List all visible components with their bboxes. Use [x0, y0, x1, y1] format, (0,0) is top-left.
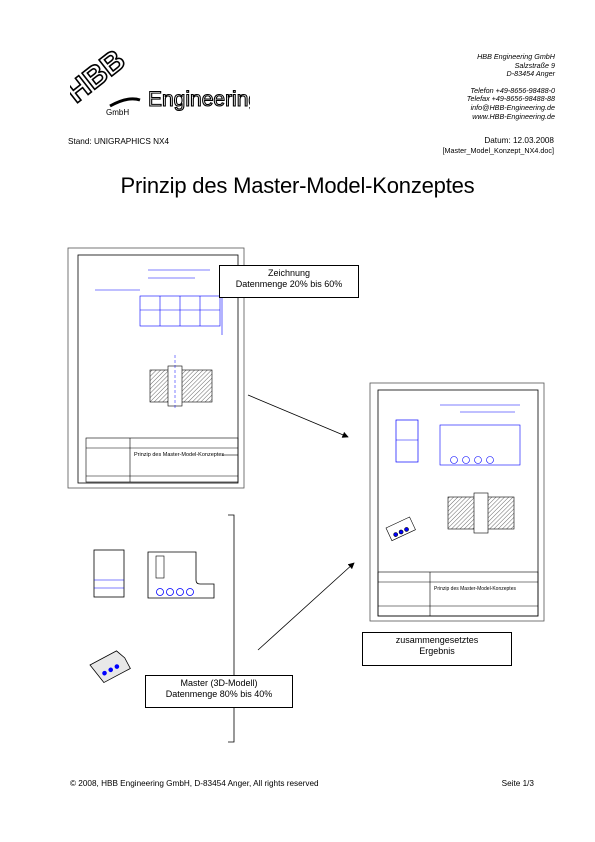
callout-result: zusammengesetztes Ergebnis — [362, 632, 512, 666]
hbb-logo-graphic: HBB Engineering GmbH — [59, 43, 260, 117]
arrow-drawing-to-result — [247, 394, 349, 438]
callout-master: Master (3D-Modell) Datenmenge 80% bis 40… — [145, 675, 293, 708]
company-city: D-83454 Anger — [506, 69, 555, 79]
master-bracket — [228, 514, 235, 743]
drawing-sheet-left: Prinzip des Master-Model-Konzeptes — [67, 247, 245, 489]
page-title: Prinzip des Master-Model-Konzeptes — [120, 173, 475, 198]
company-logo: HBB Engineering GmbH — [59, 43, 260, 118]
sheet-left-title: Prinzip des Master-Model-Konzeptes — [134, 452, 224, 458]
company-street: Salzstraße 9 — [514, 60, 555, 70]
date-label: Datum: 12.03.2008 — [484, 136, 554, 145]
callout-drawing: Zeichnung Datenmenge 20% bis 60% — [219, 265, 359, 298]
callout-drawing-line1: Zeichnung — [267, 268, 311, 278]
date-block: Datum: 12.03.2008 [Master_Model_Konzept_… — [443, 136, 554, 156]
company-web: www.HBB-Engineering.de — [472, 111, 555, 121]
logo-name: Engineering — [148, 88, 250, 111]
company-phone: Telefon +49-8656-98488-0 — [470, 85, 555, 95]
sheet-right-title: Prinzip des Master-Model-Konzeptes — [434, 586, 516, 592]
footer-copyright: © 2008, HBB Engineering GmbH, D-83454 An… — [70, 779, 319, 788]
arrow-master-to-result — [257, 562, 355, 651]
callout-drawing-line2: Datenmenge 20% bis 60% — [235, 279, 343, 289]
logo-suffix: GmbH — [106, 108, 129, 117]
callout-master-line2: Datenmenge 80% bis 40% — [165, 689, 273, 699]
company-name: HBB Engineering GmbH — [477, 52, 555, 61]
drawing-sheet-right: Prinzip des Master-Model-Konzeptes — [369, 382, 545, 622]
company-email: info@HBB-Engineering.de — [470, 102, 555, 112]
company-fax: Telefax +49-8656-98488-88 — [466, 94, 555, 104]
company-address: HBB Engineering GmbH Salzstraße 9 D-8345… — [355, 52, 555, 121]
callout-result-line2: Ergebnis — [419, 646, 455, 656]
callout-master-line1: Master (3D-Modell) — [180, 678, 258, 688]
stand-label: Stand: UNIGRAPHICS NX4 — [68, 137, 170, 146]
footer-page-number: Seite 1/3 — [501, 779, 534, 788]
doc-filename: [Master_Model_Konzept_NX4.doc] — [442, 146, 554, 155]
master-model-views — [89, 549, 215, 684]
callout-result-line1: zusammengesetztes — [395, 635, 479, 645]
